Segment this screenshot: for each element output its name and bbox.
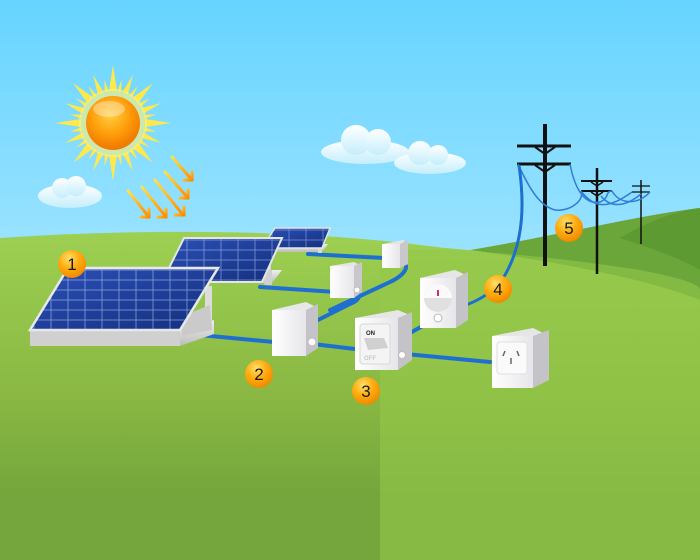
electricity-meter	[420, 270, 468, 328]
badge-3: 3	[352, 377, 380, 405]
badge-4: 4	[484, 275, 512, 303]
power-outlet	[492, 328, 549, 388]
junction-box-mid	[330, 262, 362, 298]
power-pole-2	[581, 168, 612, 274]
power-pole-1	[517, 124, 571, 266]
cloud-center	[321, 125, 466, 174]
switch-off-label: OFF	[364, 356, 376, 362]
cloud-left	[38, 176, 102, 208]
power-lines	[517, 163, 651, 211]
svg-text:4: 4	[493, 280, 502, 299]
badge-1: 1	[58, 250, 86, 278]
junction-box-far	[382, 240, 408, 268]
outlet-socket-icon	[502, 350, 520, 364]
isolation-switch: ON OFF	[355, 310, 412, 370]
solar-panel-1	[27, 266, 221, 346]
power-poles	[517, 124, 650, 274]
sunlight-arrows-icon	[126, 155, 194, 219]
svg-text:5: 5	[564, 219, 573, 238]
badge-2: 2	[245, 360, 273, 388]
badge-5: 5	[555, 214, 583, 242]
switch-on-label: ON	[366, 331, 375, 337]
inverter-box	[272, 302, 318, 356]
power-pole-3	[632, 180, 650, 244]
sun-icon	[55, 65, 171, 181]
svg-text:3: 3	[361, 382, 370, 401]
svg-text:1: 1	[67, 255, 76, 274]
hill-shadow	[620, 208, 700, 270]
grid-connection-wire	[449, 164, 524, 312]
svg-text:2: 2	[254, 365, 263, 384]
